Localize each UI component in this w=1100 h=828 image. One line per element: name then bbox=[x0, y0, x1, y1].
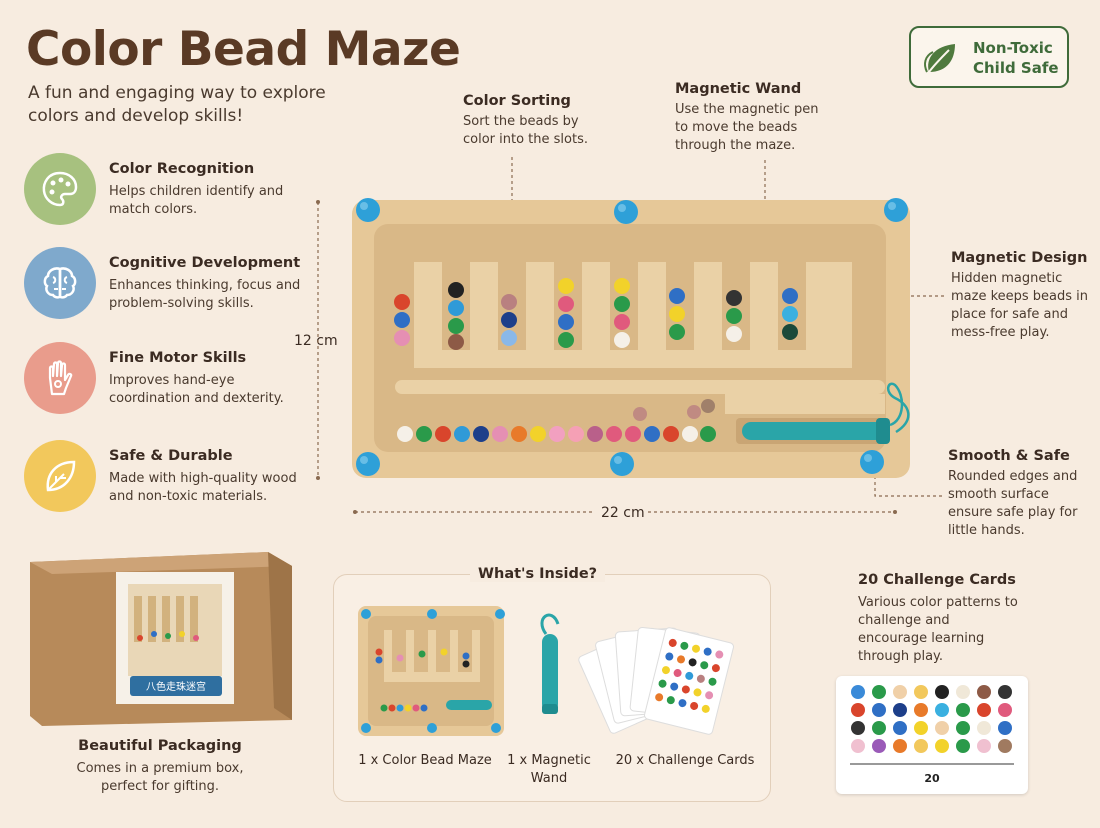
packaging-desc: Comes in a premium box, perfect for gift… bbox=[76, 761, 244, 794]
inside-items-images bbox=[358, 606, 734, 736]
callout-color-sorting: Color Sorting Sort the beads by color in… bbox=[463, 93, 603, 149]
feature-color-recognition: Color Recognition Helps children identif… bbox=[24, 153, 314, 243]
callout-title: Magnetic Wand bbox=[675, 81, 802, 97]
callout-desc: Sort the beads by color into the slots. bbox=[463, 114, 588, 147]
card-color-grid bbox=[850, 685, 1014, 765]
cards-title: 20 Challenge Cards bbox=[858, 572, 1016, 588]
palette-icon bbox=[42, 171, 78, 207]
leaf-icon bbox=[46, 460, 76, 492]
callout-desc: Hidden magnetic maze keeps beads in plac… bbox=[951, 271, 1089, 340]
callout-magnetic-design: Magnetic Design Hidden magnetic maze kee… bbox=[951, 250, 1091, 342]
inside-item-wand: 1 x Magnetic Wand bbox=[507, 753, 591, 786]
feature-desc: Enhances thinking, focus and problem-sol… bbox=[109, 278, 301, 311]
hand-icon bbox=[48, 360, 73, 396]
feature-desc: Helps children identify and match colors… bbox=[109, 184, 284, 217]
feature-circle bbox=[24, 247, 96, 319]
brain-icon bbox=[43, 267, 77, 299]
feature-desc: Improves hand-eye coordination and dexte… bbox=[109, 373, 284, 406]
callout-desc: Rounded edges and smooth surface ensure … bbox=[948, 469, 1078, 538]
inside-item-maze: 1 x Color Bead Maze bbox=[358, 753, 492, 768]
callout-title: Color Sorting bbox=[463, 93, 571, 109]
feature-cognitive-development: Cognitive Development Enhances thinking,… bbox=[24, 247, 314, 337]
feature-fine-motor-skills: Fine Motor Skills Improves hand-eye coor… bbox=[24, 342, 314, 432]
feature-title: Color Recognition bbox=[109, 161, 255, 177]
box-label: 八色走珠迷宫 bbox=[146, 680, 206, 693]
feature-title: Safe & Durable bbox=[109, 448, 233, 464]
inside-item-cards: 20 x Challenge Cards bbox=[615, 753, 755, 768]
whats-inside-title: What's Inside? bbox=[470, 566, 606, 582]
card-number: 20 bbox=[924, 772, 940, 785]
packaging-section: Beautiful Packaging Comes in a premium b… bbox=[60, 738, 260, 796]
feature-circle bbox=[24, 153, 96, 225]
feature-circle bbox=[24, 440, 96, 512]
callout-desc: Use the magnetic pen to move the beads t… bbox=[675, 102, 819, 153]
page-title: Color Bead Maze bbox=[26, 22, 461, 77]
callout-title: Magnetic Design bbox=[951, 250, 1088, 266]
feature-title: Fine Motor Skills bbox=[109, 350, 247, 366]
height-dimension: 12 cm bbox=[294, 333, 338, 349]
packaging-title: Beautiful Packaging bbox=[78, 738, 242, 754]
callout-title: Smooth & Safe bbox=[948, 448, 1070, 464]
badge-text: Non-Toxic Child Safe bbox=[973, 38, 1059, 78]
cards-desc: Various color patterns to challenge and … bbox=[858, 595, 1018, 664]
page-subtitle: A fun and engaging way to explore colors… bbox=[28, 83, 326, 126]
feature-desc: Made with high-quality wood and non-toxi… bbox=[109, 471, 297, 504]
packaging-box-image: 八色走珠迷宫 bbox=[30, 552, 292, 726]
badge-line-2: Child Safe bbox=[973, 59, 1059, 77]
feature-title: Cognitive Development bbox=[109, 255, 301, 271]
callout-smooth-safe: Smooth & Safe Rounded edges and smooth s… bbox=[948, 448, 1093, 540]
badge-line-1: Non-Toxic bbox=[973, 39, 1053, 57]
feature-safe-durable: Safe & Durable Made with high-quality wo… bbox=[24, 440, 314, 530]
leaf-icon bbox=[924, 44, 955, 73]
callout-magnetic-wand: Magnetic Wand Use the magnetic pen to mo… bbox=[675, 81, 835, 155]
challenge-card: 20 bbox=[836, 676, 1028, 794]
non-toxic-badge: Non-Toxic Child Safe bbox=[909, 26, 1069, 88]
width-dimension: 22 cm bbox=[595, 505, 651, 521]
feature-circle bbox=[24, 342, 96, 414]
challenge-cards-section: 20 Challenge Cards Various color pattern… bbox=[858, 572, 1058, 666]
